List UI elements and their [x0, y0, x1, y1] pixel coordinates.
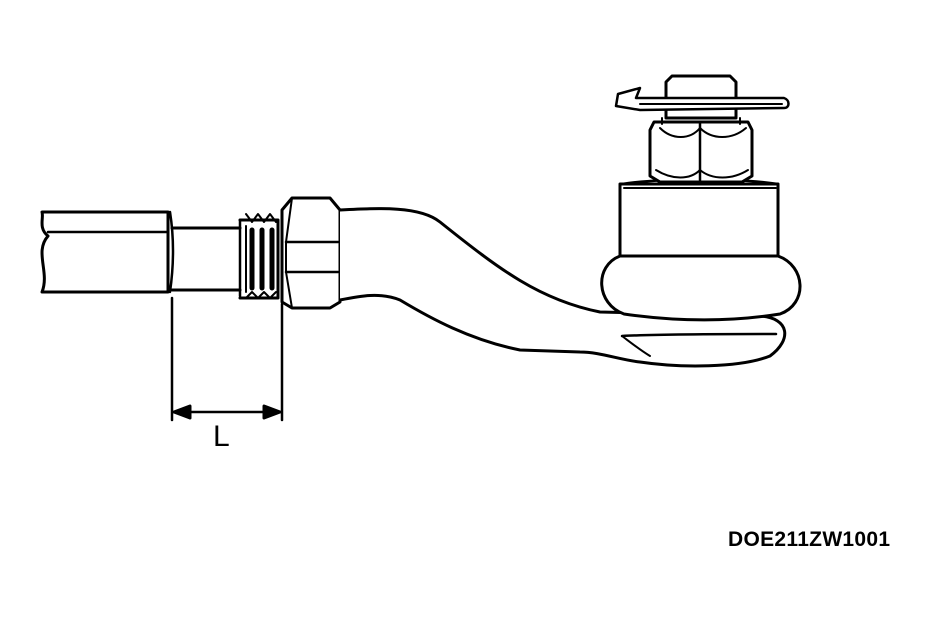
- lock-nut: [280, 196, 342, 310]
- ball-joint-housing: [618, 178, 780, 258]
- dust-boot: [600, 254, 802, 322]
- dimension-l-indicator: [170, 296, 284, 422]
- dimension-arrow-right: [262, 404, 282, 420]
- figure-reference-code: DOE211ZW1001: [728, 528, 891, 551]
- dimension-label: L: [213, 420, 230, 453]
- tie-rod-bar: [40, 210, 175, 294]
- tie-rod-end-arm: [338, 207, 787, 368]
- cotter-pin: [614, 86, 790, 112]
- threaded-shaft: [170, 213, 280, 300]
- castle-nut: [648, 117, 754, 184]
- dimension-arrow-left: [172, 404, 192, 420]
